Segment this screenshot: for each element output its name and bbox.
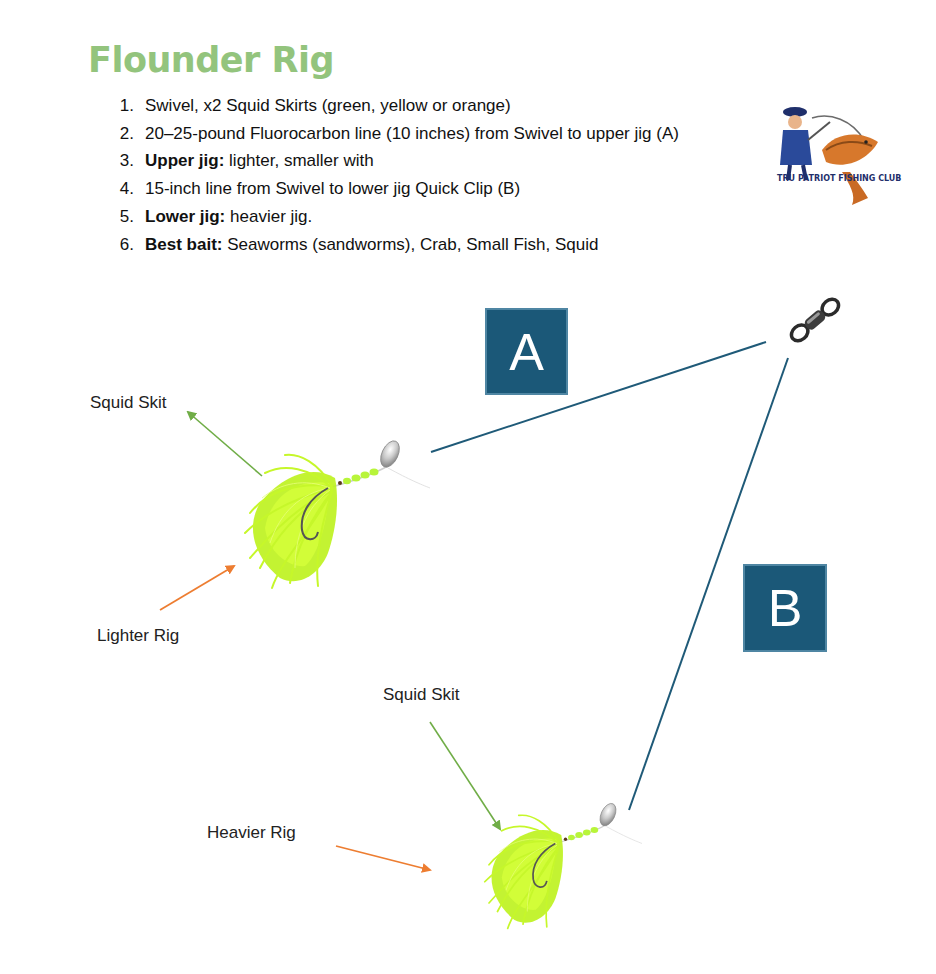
list-item: 3. Upper jig: lighter, smaller with <box>100 149 374 173</box>
letter-box: B <box>743 564 827 652</box>
list-text: Seaworms (sandworms), Crab, Small Fish, … <box>227 235 598 254</box>
callout-label: Heavier Rig <box>207 822 296 844</box>
callout-label: Lighter Rig <box>97 625 179 647</box>
callout-arrow <box>160 566 234 610</box>
list-item: 6. Best bait: Seaworms (sandworms), Crab, … <box>100 233 599 257</box>
list-number: 5. <box>100 205 134 229</box>
list-number: 3. <box>100 149 134 173</box>
list-heading: Upper jig: <box>145 151 224 170</box>
lower-jig <box>485 801 642 929</box>
list-item: 1. Swivel, x2 Squid Skirts (green, yellow… <box>100 94 511 118</box>
list-text: 15-inch line from Swivel to lower jig Qu… <box>145 179 520 198</box>
list-heading: Lower jig: <box>145 207 225 226</box>
callout-arrow <box>188 412 262 476</box>
box-letter: B <box>768 582 803 634</box>
club-logo <box>776 98 896 210</box>
logo-text: TRU PATRIOT FISHING CLUB <box>777 174 895 183</box>
diagram-title: Flounder Rig <box>88 40 334 80</box>
list-item: 5. Lower jig: heavier jig. <box>100 205 312 229</box>
box-letter: A <box>509 326 544 378</box>
list-item: 2. 20–25-pound Fluorocarbon line (10 inch… <box>100 122 679 146</box>
callout-arrow <box>336 846 430 870</box>
letter-box: A <box>485 308 568 395</box>
callout-label: Squid Skit <box>90 392 167 414</box>
list-number: 1. <box>100 94 134 118</box>
list-text: heavier jig. <box>230 207 312 226</box>
list-item: 4. 15-inch line from Swivel to lower jig … <box>100 177 520 201</box>
list-text: Swivel, x2 Squid Skirts (green, yellow o… <box>145 96 511 115</box>
upper-jig <box>245 438 430 588</box>
list-number: 4. <box>100 177 134 201</box>
list-text: 20–25-pound Fluorocarbon line (10 inches… <box>145 124 679 143</box>
list-text: lighter, smaller with <box>229 151 374 170</box>
list-heading: Best bait: <box>145 235 222 254</box>
callout-label: Squid Skit <box>383 684 460 706</box>
line-a <box>431 342 766 452</box>
swivel-symbol <box>788 296 841 344</box>
list-number: 2. <box>100 122 134 146</box>
callout-arrow <box>430 722 500 829</box>
list-number: 6. <box>100 233 134 257</box>
